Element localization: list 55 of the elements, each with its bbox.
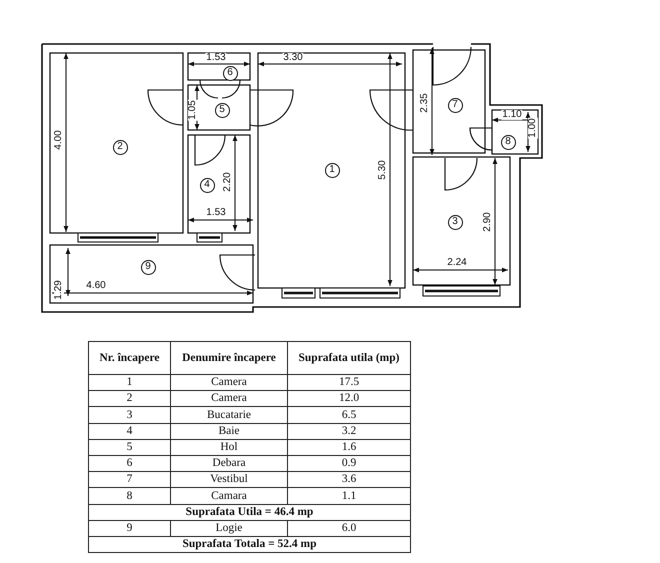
table-cell: 6 <box>88 455 170 472</box>
callout-number: 1 <box>324 162 340 178</box>
table-cell: 6.0 <box>288 520 410 536</box>
table-cell: Vestibul <box>170 472 288 488</box>
table-cell: 2 <box>88 390 170 407</box>
table-cell: Debara <box>170 455 288 472</box>
column-header: Denumire încapere <box>170 342 288 374</box>
callout-number: 3 <box>448 214 462 230</box>
table-cell: Camera <box>170 390 288 407</box>
table-cell: Camara <box>170 488 288 504</box>
table-cell: 5 <box>88 439 170 456</box>
dimension-label: 4.60 <box>85 281 107 291</box>
table-cell: 1 <box>88 374 170 391</box>
dimension-label: 4.00 <box>54 129 64 151</box>
table-cell: Bucatarie <box>170 406 288 424</box>
column-header: Suprafata utila (mp) <box>288 342 410 374</box>
table-cell: 8 <box>88 488 170 504</box>
table-cell: 7 <box>88 472 170 488</box>
table-cell: 1.1 <box>288 488 410 504</box>
table-cell: 12.0 <box>288 390 410 407</box>
dimension-label: 1.53 <box>205 53 227 63</box>
table-cell: 17.5 <box>288 374 410 391</box>
dimension-label: 3.30 <box>282 53 304 63</box>
table-cell: 3 <box>88 406 170 424</box>
table-cell: Hol <box>170 439 288 456</box>
table-cell: 6.5 <box>288 406 410 424</box>
callout-number: 4 <box>200 178 214 192</box>
table-cell: 9 <box>88 520 170 536</box>
table-cell: 3.6 <box>288 472 410 488</box>
dimension-label: 1.29 <box>54 279 64 301</box>
dimension-label: 2.20 <box>223 171 233 193</box>
table-cell: Suprafata Utila = 46.4 mp <box>88 504 410 520</box>
table-cell: Logie <box>170 520 288 536</box>
column-header: Nr. încapere <box>88 342 170 374</box>
dimension-label: 1.05 <box>188 99 198 121</box>
table-cell: 1.6 <box>288 439 410 456</box>
dimension-label: 1.10 <box>501 110 523 120</box>
callout-number: 8 <box>500 134 516 150</box>
dimension-label: 2.35 <box>420 92 430 114</box>
dimension-label: 2.90 <box>483 211 493 233</box>
dimension-label: 2.24 <box>446 258 468 268</box>
table-cell: 3.2 <box>288 423 410 440</box>
table-cell: Camera <box>170 374 288 391</box>
dimension-label: 1.53 <box>205 208 227 218</box>
table-cell: Baie <box>170 423 288 440</box>
table-cell: 0.9 <box>288 455 410 472</box>
dimension-label: 1.00 <box>528 117 538 139</box>
callout-number: 9 <box>140 260 156 274</box>
callout-number: 7 <box>448 98 462 112</box>
callout-number: 2 <box>112 140 128 154</box>
callout-number: 5 <box>214 102 230 118</box>
table-cell: Suprafata Totala = 52.4 mp <box>88 536 410 553</box>
dimension-label: 5.30 <box>378 159 388 181</box>
callout-number: 6 <box>222 66 238 80</box>
table-cell: 4 <box>88 423 170 440</box>
